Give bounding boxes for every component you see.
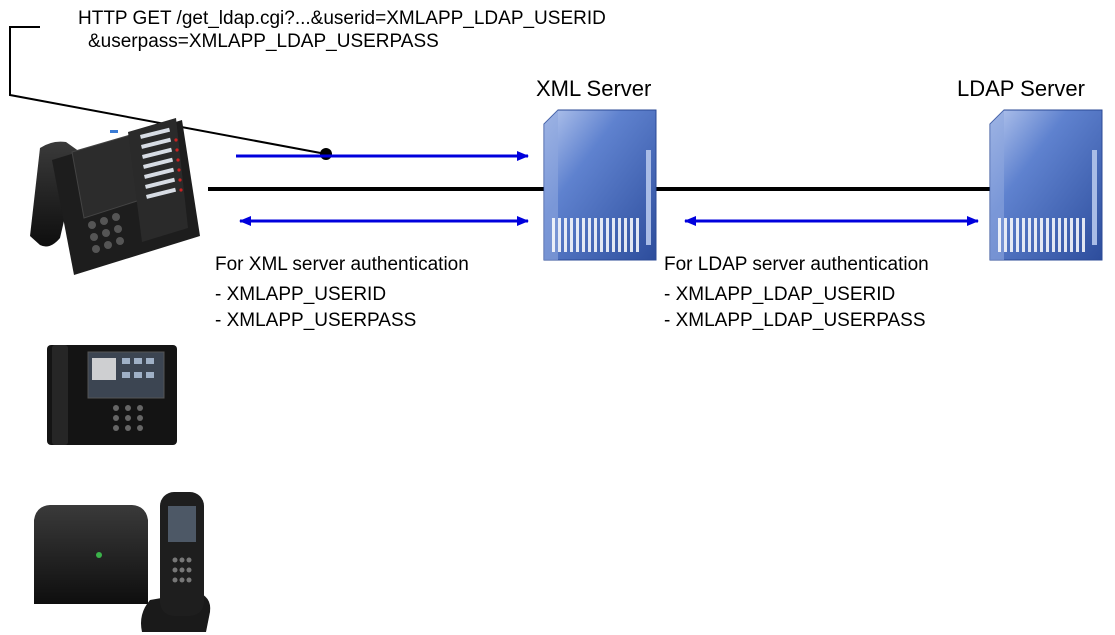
ldap-auth-item: - XMLAPP_LDAP_USERPASS [664,310,926,331]
touchscreen-phone-icon [47,345,177,445]
xml-auth-title: For XML server authentication [215,254,469,275]
ldap-auth-title: For LDAP server authentication [664,254,929,275]
ldap-server-label: LDAP Server [957,76,1085,101]
ldap-server-icon [989,109,1103,261]
ldap-auth-item: - XMLAPP_LDAP_USERID [664,284,896,305]
request-line-1: HTTP GET /get_ldap.cgi?...&userid=XMLAPP… [78,8,606,29]
request-line-2: &userpass=XMLAPP_LDAP_USERPASS [88,31,439,52]
request-callout-dot [320,148,332,160]
xml-auth-item: - XMLAPP_USERPASS [215,310,417,331]
xml-server-icon [543,109,657,261]
xml-auth-item: - XMLAPP_USERID [215,284,387,305]
desk-phone-icon [30,118,200,275]
dect-phone-icon [34,492,211,632]
xml-server-label: XML Server [536,76,652,101]
